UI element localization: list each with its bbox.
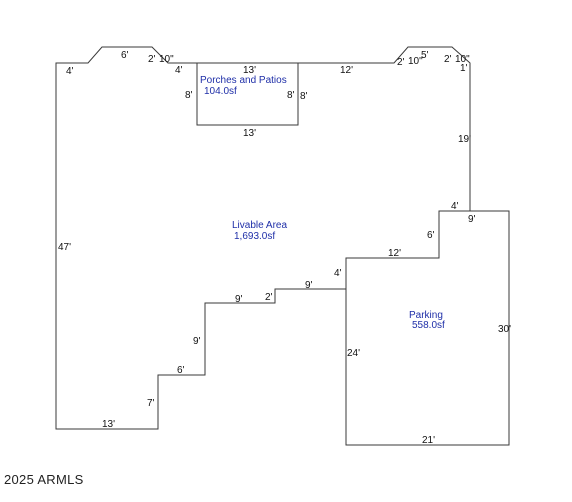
dimension-label: 21'	[422, 435, 435, 446]
livable-area-size: 1,693.0sf	[234, 231, 275, 242]
dimension-label: 9'	[468, 214, 476, 225]
parking-size: 558.0sf	[412, 320, 445, 331]
dimension-label: 9'	[193, 336, 201, 347]
dimension-label: 8'	[300, 91, 308, 102]
dimension-label: 24'	[347, 348, 360, 359]
dimension-label: 2'	[397, 57, 405, 68]
dimension-label: 4'	[175, 65, 183, 76]
dimension-label: 4'	[66, 66, 74, 77]
dimension-label: 8'	[185, 90, 193, 101]
dimension-label: 13'	[243, 128, 256, 139]
dimension-label: 6'	[427, 230, 435, 241]
dimension-label: 12'	[340, 65, 353, 76]
parking-outline	[345, 210, 510, 446]
dimension-label: 30'	[498, 324, 511, 335]
dimension-label: 9'	[305, 280, 313, 291]
dimension-label: 2'	[444, 54, 452, 65]
dimension-label: 12'	[388, 248, 401, 259]
dimension-label: 10"	[408, 56, 423, 67]
copyright-notice: 2025 ARMLS	[4, 472, 84, 487]
dimension-label: 9'	[235, 294, 243, 305]
dimension-label: 47'	[58, 242, 71, 253]
dimension-label: 8'	[287, 90, 295, 101]
dimension-label: 6'	[121, 50, 129, 61]
parking-label: Parking	[409, 310, 443, 321]
dimension-label: 10"	[455, 54, 470, 65]
dimension-label: 13'	[243, 65, 256, 76]
dimension-label: 5'	[421, 50, 429, 61]
dimension-label: 6'	[177, 365, 185, 376]
dimension-label: 10"	[159, 54, 174, 65]
livable-area-outline	[55, 46, 471, 430]
porch-outline	[196, 63, 299, 126]
dimension-label: 1'	[460, 63, 468, 74]
porches-label: Porches and Patios	[200, 75, 287, 86]
dimension-label: 7'	[147, 398, 155, 409]
dimension-label: 2'	[265, 292, 273, 303]
dimension-label: 4'	[451, 201, 459, 212]
livable-area-label: Livable Area	[232, 220, 287, 231]
dimension-label: 19'	[458, 134, 471, 145]
dimension-label: 2'	[148, 54, 156, 65]
porches-size: 104.0sf	[204, 86, 237, 97]
dimension-label: 4'	[334, 268, 342, 279]
dimension-label: 13'	[102, 419, 115, 430]
